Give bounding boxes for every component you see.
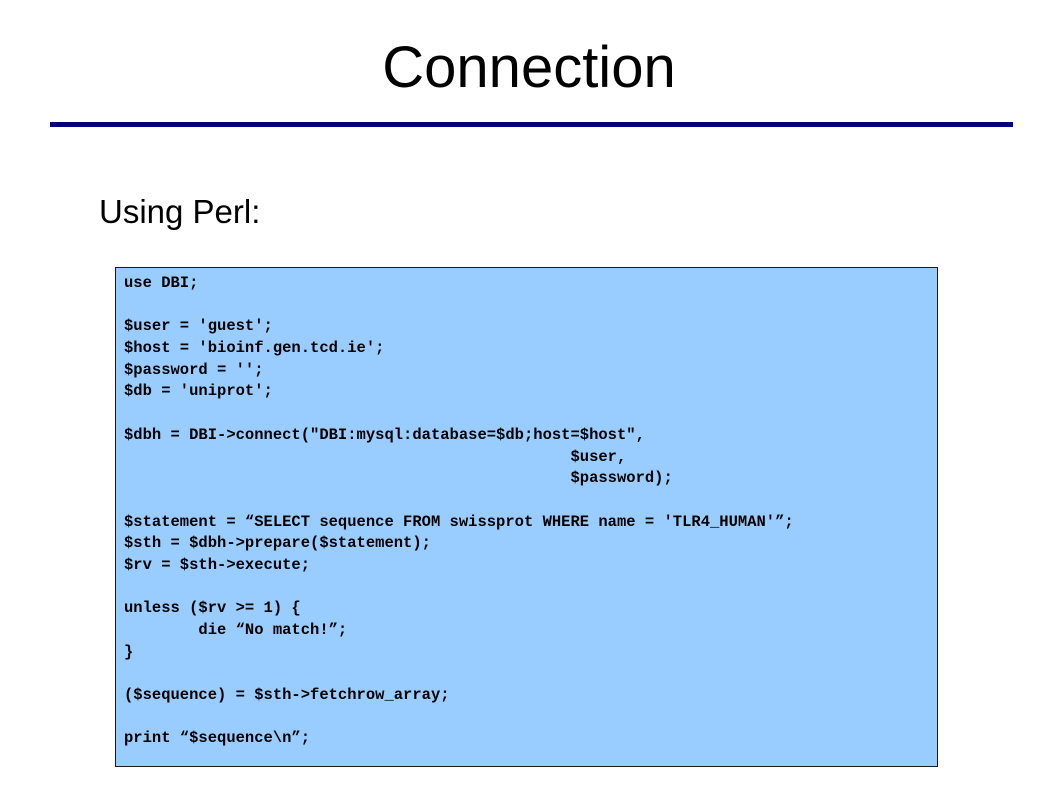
code-line: $user, — [124, 447, 627, 466]
code-line: use DBI; — [124, 274, 199, 292]
code-line: $password = ''; — [124, 360, 264, 379]
code-line — [124, 577, 794, 599]
code-line: die “No match!”; — [124, 621, 348, 639]
code-line: print “$sequence\n”; — [124, 729, 311, 748]
code-line: $user = 'guest'; — [124, 317, 273, 336]
code-line: $statement = “SELECT sequence FROM swiss… — [124, 512, 794, 531]
code-line: unless ($rv >= 1) { — [124, 599, 301, 618]
code-line: ($sequence) = $sth->fetchrow_array; — [124, 686, 450, 705]
code-line: $sth = $dbh->prepare($statement); — [124, 534, 431, 553]
code-line: $dbh = DBI->connect("DBI:mysql:database=… — [124, 425, 645, 444]
code-line: } — [124, 642, 134, 661]
code-line — [124, 663, 794, 685]
code-lines: use DBI; $user = 'guest'; $host = 'bioin… — [124, 273, 794, 750]
slide-title: Connection — [382, 35, 676, 100]
subheading: Using Perl: — [99, 193, 261, 230]
title-divider — [50, 122, 1013, 127]
code-line: $host = 'bioinf.gen.tcd.ie'; — [124, 339, 385, 358]
code-line — [124, 403, 794, 425]
code-line: $db = 'uniprot'; — [124, 382, 273, 401]
code-block: use DBI; $user = 'guest'; $host = 'bioin… — [115, 267, 938, 767]
code-line — [124, 295, 794, 317]
code-line — [124, 490, 794, 512]
code-line: $rv = $sth->execute; — [124, 555, 311, 574]
code-line — [124, 707, 794, 729]
code-line: $password); — [124, 469, 673, 488]
